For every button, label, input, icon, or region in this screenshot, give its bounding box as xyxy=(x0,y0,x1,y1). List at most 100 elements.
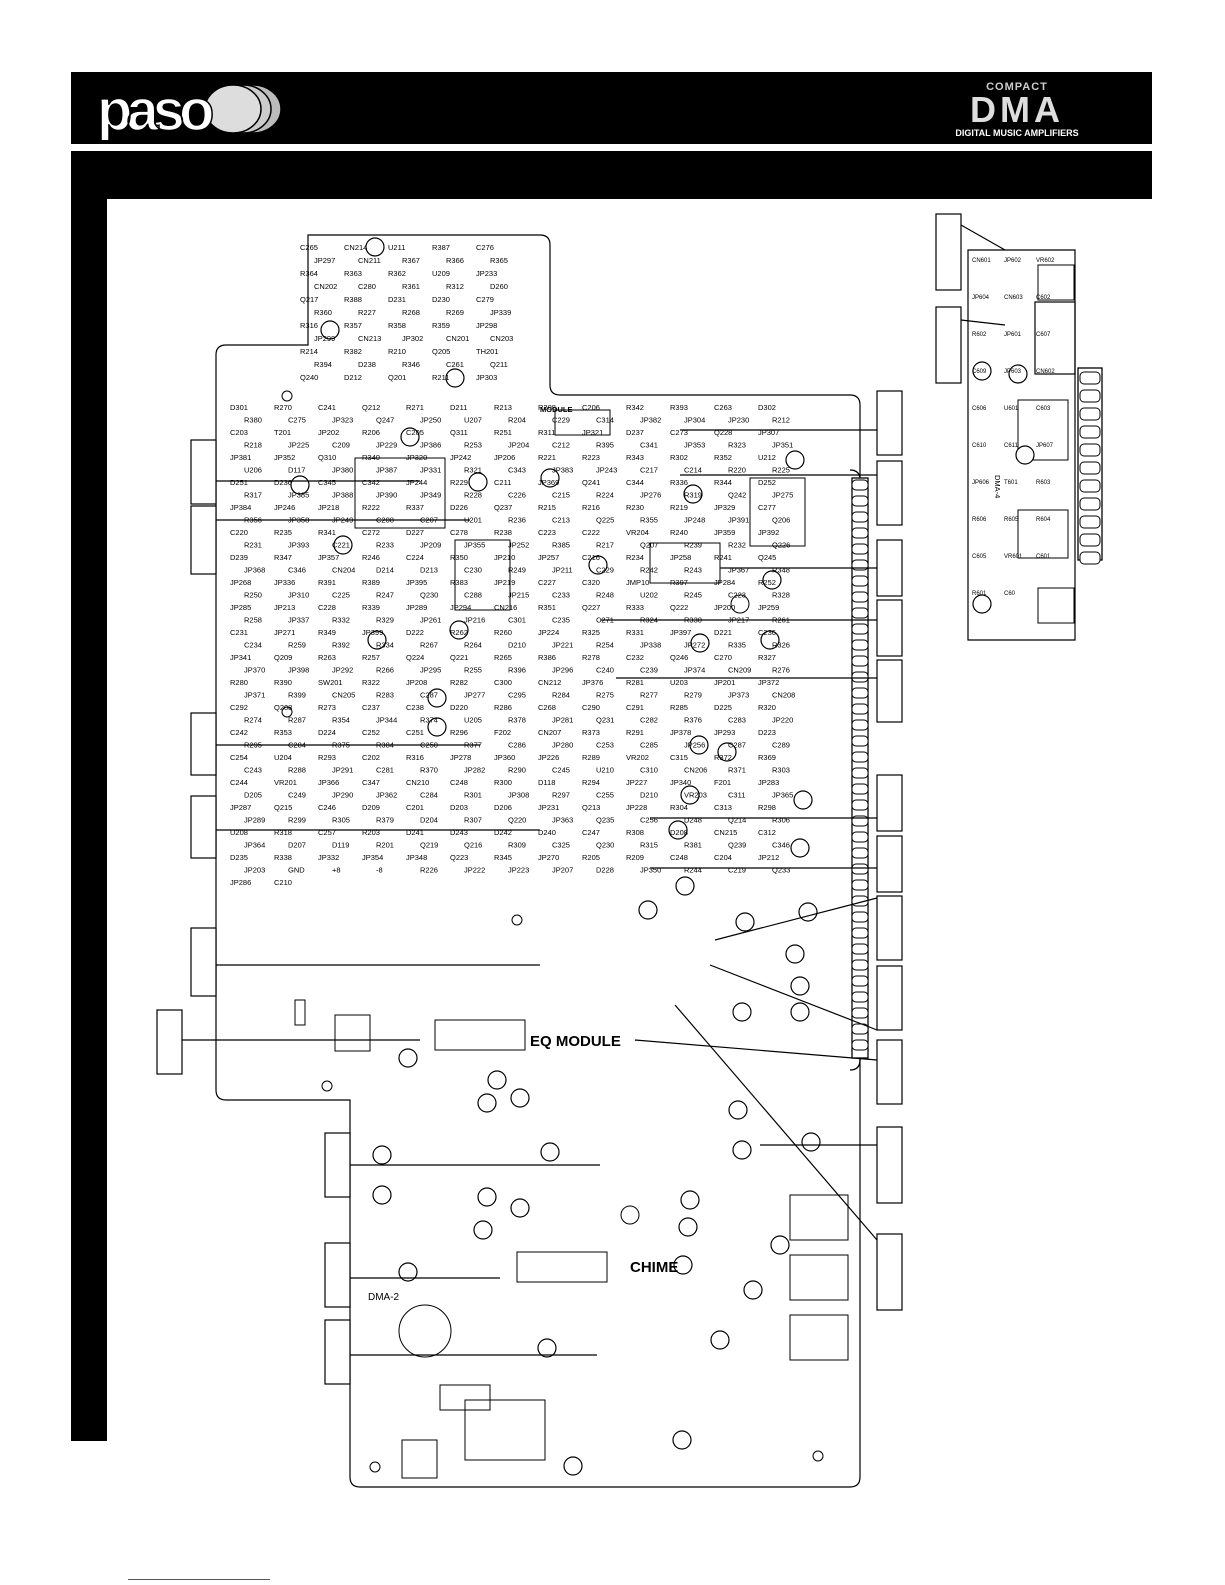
capacitor-symbol xyxy=(689,735,709,755)
component-label-jp228: JP228 xyxy=(626,803,647,812)
component-label-r392: R392 xyxy=(332,641,350,650)
aux-component-label-c602: C602 xyxy=(1036,295,1051,301)
capacitor-symbol xyxy=(801,1132,821,1152)
component-label-r347: R347 xyxy=(274,553,292,562)
component-label-c204: C204 xyxy=(714,853,732,862)
component-label-d222: D222 xyxy=(406,628,424,637)
component-label-jp215: JP215 xyxy=(508,591,529,600)
component-label-r305: R305 xyxy=(332,816,350,825)
component-label-jp242: JP242 xyxy=(450,453,471,462)
component-label-r315: R315 xyxy=(640,841,658,850)
component-label-c276: C276 xyxy=(476,243,494,252)
component-label-r240: R240 xyxy=(670,528,688,537)
component-label-jp368: JP368 xyxy=(244,566,265,575)
component-label-r329: R329 xyxy=(376,616,394,625)
component-label-r215: R215 xyxy=(538,503,556,512)
component-label-jp386: JP386 xyxy=(420,441,441,450)
component-label-r295: R295 xyxy=(244,741,262,750)
compact-label: COMPACT xyxy=(986,81,1048,93)
component-label-d238: D238 xyxy=(358,360,376,369)
component-label-d248: D248 xyxy=(684,816,702,825)
component-label-u204: U204 xyxy=(274,753,292,762)
component-label-c346: C346 xyxy=(288,566,306,575)
component-label-c346b: C346 xyxy=(772,841,790,850)
component-label-r285: R285 xyxy=(670,703,688,712)
component-label-c273: C273 xyxy=(670,428,688,437)
component-label-jp329: JP329 xyxy=(714,503,735,512)
component-label-jp340: JP340 xyxy=(670,778,691,787)
connector-pin xyxy=(851,527,869,539)
component-label-c247: C247 xyxy=(582,828,600,837)
component-label-u202: U202 xyxy=(640,591,658,600)
component-label-q225: Q225 xyxy=(596,516,614,525)
component-label-jp399: JP399 xyxy=(362,628,383,637)
component-label-jp348: JP348 xyxy=(406,853,427,862)
component-label-q213: Q213 xyxy=(582,803,600,812)
component-label-f201: F201 xyxy=(714,778,731,787)
component-label-sw201: SW201 xyxy=(318,678,343,687)
cn201-connector xyxy=(554,409,611,436)
component-label-c270: C270 xyxy=(714,653,732,662)
component-label-c227: C227 xyxy=(538,578,556,587)
component-label-d225: D225 xyxy=(714,703,732,712)
component-label-r325: R325 xyxy=(582,628,600,637)
component-label-d206: D206 xyxy=(494,803,512,812)
callout-box xyxy=(876,599,903,657)
component-label-r302: R302 xyxy=(670,453,688,462)
component-label-r301: R301 xyxy=(464,791,482,800)
component-label-d301: D301 xyxy=(230,403,248,412)
capacitor-symbol xyxy=(735,912,755,932)
connector-pin xyxy=(851,479,869,491)
component-label-r254: R254 xyxy=(596,641,614,650)
component-label-jp211: JP211 xyxy=(552,566,573,575)
component-label-q239: Q239 xyxy=(728,841,746,850)
component-label-c248: C248 xyxy=(450,778,468,787)
component-label-c209: C209 xyxy=(332,441,350,450)
capacitor-symbol xyxy=(477,1187,497,1207)
component-label-jp226: JP226 xyxy=(538,753,559,762)
component-label-r232: R232 xyxy=(728,541,746,550)
component-label-jp336: JP336 xyxy=(274,578,295,587)
component-label-r330: R330 xyxy=(684,616,702,625)
component-label-r209: R209 xyxy=(626,853,644,862)
component-label-jp285: JP285 xyxy=(230,603,251,612)
callout-box xyxy=(935,306,962,384)
capacitor-symbol xyxy=(365,237,385,257)
component-label-r316: R316 xyxy=(300,321,318,330)
component-label-c325: C325 xyxy=(552,841,570,850)
connector-pin xyxy=(851,623,869,635)
component-label-jp339: JP339 xyxy=(490,308,511,317)
regulator-block xyxy=(464,1399,546,1461)
component-label-u207: U207 xyxy=(464,416,482,425)
component-label-r213: R213 xyxy=(494,403,512,412)
component-label-q207: Q207 xyxy=(640,541,658,550)
capacitor-symbol xyxy=(762,570,782,590)
component-label-jp201: JP201 xyxy=(714,678,735,687)
component-label-r217: R217 xyxy=(596,541,614,550)
component-label-r241: R241 xyxy=(714,553,732,562)
component-label-r352: R352 xyxy=(714,453,732,462)
component-label-q246: Q246 xyxy=(670,653,688,662)
board-name-label: DMA-2 xyxy=(368,1292,400,1303)
component-label-c232: C232 xyxy=(626,653,644,662)
callout-box xyxy=(190,927,217,997)
component-label-m8: -8 xyxy=(376,866,383,875)
ic-block xyxy=(454,539,511,611)
aux-component-label-cn603: CN603 xyxy=(1004,295,1023,301)
aux-connector-pin xyxy=(1079,407,1101,421)
component-label-jmp10: JMP10 xyxy=(626,578,649,587)
component-label-jp256: JP256 xyxy=(684,741,705,750)
component-label-d220: D220 xyxy=(450,703,468,712)
component-label-d235: D235 xyxy=(230,853,248,862)
component-label-r234: R234 xyxy=(626,553,644,562)
callout-box xyxy=(876,539,903,597)
component-label-d203: D203 xyxy=(450,803,468,812)
component-label-c210: C210 xyxy=(274,878,292,887)
component-label-jp231: JP231 xyxy=(538,803,559,812)
component-label-jp289: JP289 xyxy=(406,603,427,612)
component-label-jp310: JP310 xyxy=(288,591,309,600)
component-label-q226: Q226 xyxy=(772,541,790,550)
component-label-r258: R258 xyxy=(244,616,262,625)
component-label-r303: R303 xyxy=(772,766,790,775)
connector-pin xyxy=(851,863,869,875)
